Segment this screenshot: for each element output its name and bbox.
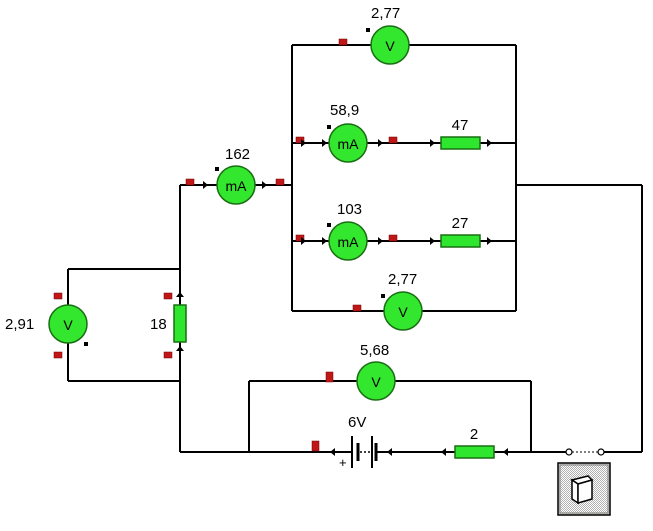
voltmeter-source-symbol: V bbox=[371, 374, 381, 390]
terminal-markers bbox=[53, 38, 398, 452]
milliammeter-upper-reading: 58,9 bbox=[330, 102, 359, 119]
milliammeter-lower[interactable]: mA bbox=[327, 221, 368, 261]
resistor-47[interactable] bbox=[440, 136, 481, 150]
voltmeter-left-symbol: V bbox=[63, 317, 73, 333]
milliammeter-main-reading: 162 bbox=[225, 146, 250, 163]
battery[interactable] bbox=[346, 436, 382, 468]
resistor-18[interactable] bbox=[173, 304, 187, 343]
resistor-2-label: 2 bbox=[470, 426, 478, 443]
milliammeter-main-symbol: mA bbox=[226, 178, 248, 194]
resistor-27-label: 27 bbox=[452, 215, 469, 232]
voltmeter-top-reading: 2,77 bbox=[371, 5, 400, 22]
voltmeter-source[interactable]: V bbox=[356, 361, 396, 401]
switch-toggle-icon bbox=[570, 475, 594, 505]
voltmeter-left-reading: 2,91 bbox=[5, 316, 34, 333]
switch[interactable] bbox=[565, 446, 605, 458]
milliammeter-main[interactable]: mA bbox=[215, 165, 256, 205]
switch-toggle-button[interactable] bbox=[557, 462, 611, 516]
voltmeter-top-symbol: V bbox=[385, 38, 395, 54]
battery-voltage-label: 6V bbox=[348, 414, 366, 431]
current-arrows bbox=[176, 139, 508, 456]
milliammeter-lower-symbol: mA bbox=[338, 234, 360, 250]
voltmeter-left[interactable]: V bbox=[48, 304, 88, 346]
voltmeter-bottom-branch[interactable]: V bbox=[381, 291, 423, 331]
milliammeter-upper[interactable]: mA bbox=[327, 123, 368, 163]
resistor-2[interactable] bbox=[454, 445, 495, 459]
milliammeter-upper-symbol: mA bbox=[338, 136, 360, 152]
voltmeter-top[interactable]: V bbox=[366, 25, 410, 65]
battery-plus-sign: + bbox=[339, 455, 347, 470]
voltmeter-bottom-branch-reading: 2,77 bbox=[388, 271, 417, 288]
resistor-18-label: 18 bbox=[150, 316, 167, 333]
voltmeter-bottom-branch-symbol: V bbox=[398, 304, 408, 320]
resistor-47-label: 47 bbox=[452, 117, 469, 134]
voltmeter-source-reading: 5,68 bbox=[360, 342, 389, 359]
resistor-27[interactable] bbox=[440, 234, 481, 248]
milliammeter-lower-reading: 103 bbox=[337, 201, 362, 218]
